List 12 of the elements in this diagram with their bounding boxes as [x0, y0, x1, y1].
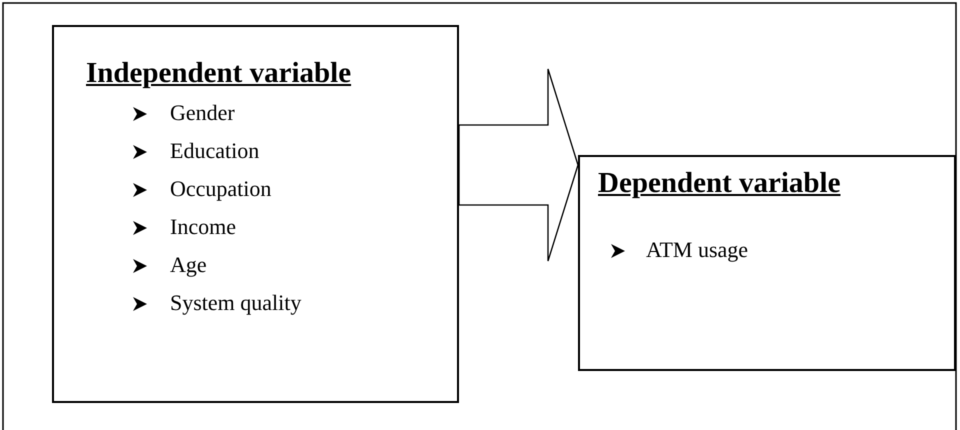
box-heading: Independent variable [86, 57, 352, 90]
list-item: System quality [170, 290, 302, 316]
block-arrow [458, 68, 579, 262]
box-heading: Dependent variable [598, 167, 840, 200]
list-item: Education [170, 138, 260, 164]
list-item: Income [170, 214, 236, 240]
variable-box [578, 155, 956, 371]
list-item: Occupation [170, 176, 272, 202]
variable-box [52, 25, 459, 403]
list-item: Age [170, 252, 207, 278]
list-item: Gender [170, 100, 235, 126]
list-item: ATM usage [646, 237, 748, 263]
